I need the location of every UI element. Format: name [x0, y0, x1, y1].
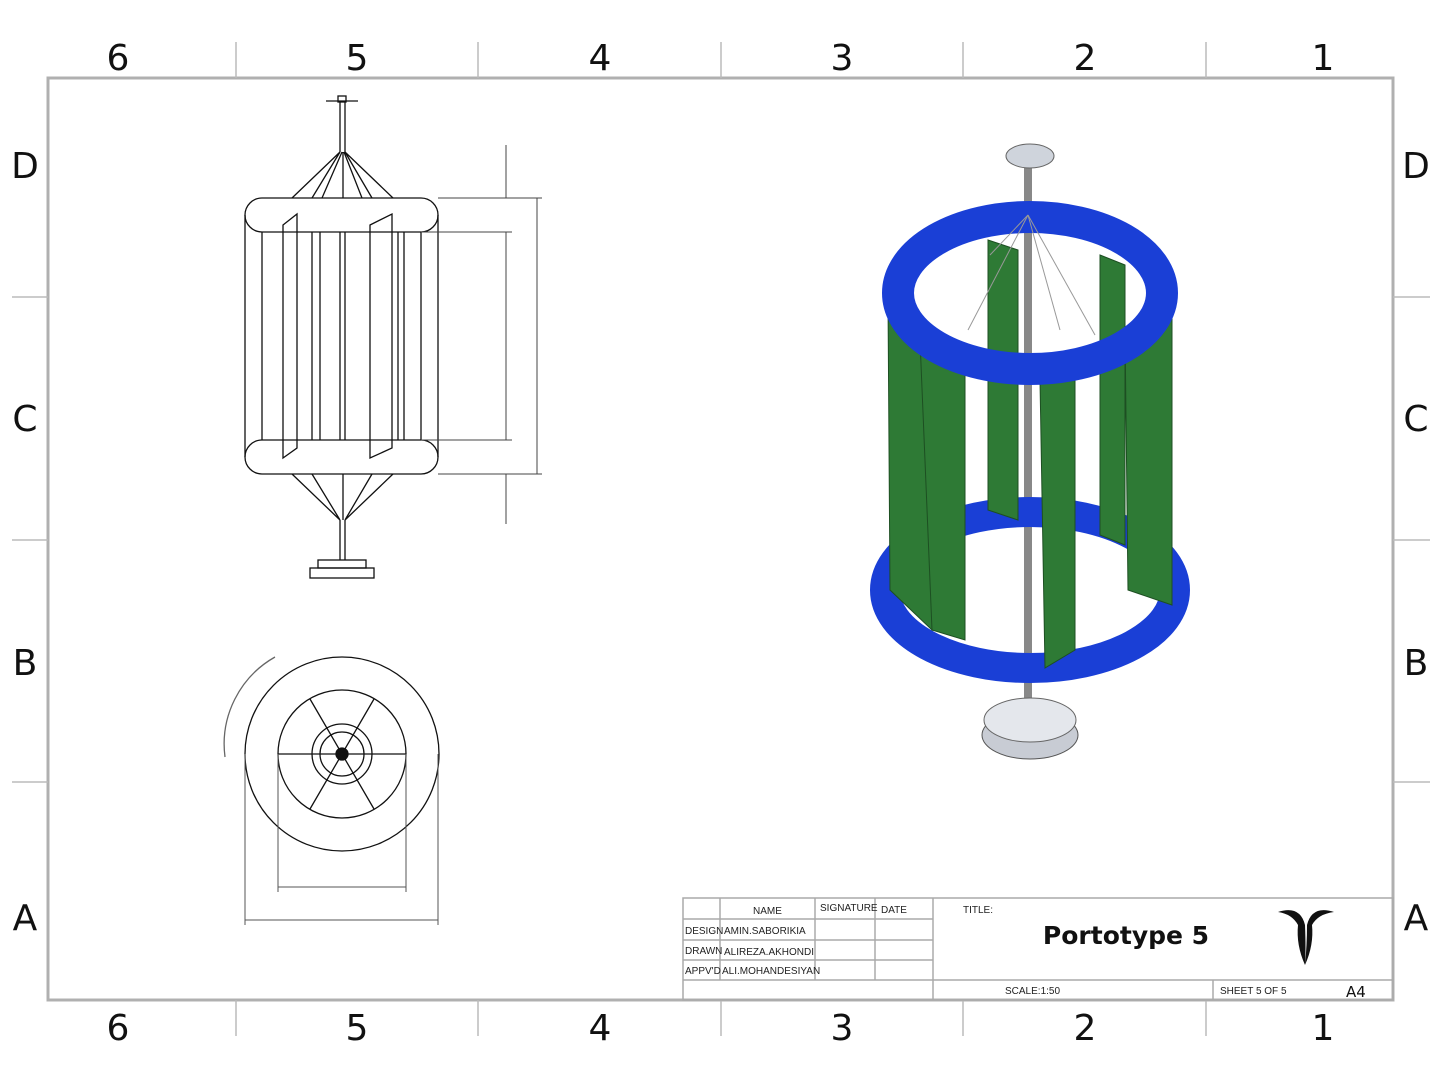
zone-col-label: 1	[1312, 38, 1335, 79]
zone-row-label: A	[1404, 898, 1429, 939]
zone-col-label: 5	[346, 38, 369, 79]
drawn-name: ALIREZA.AKHONDI	[724, 947, 814, 958]
design-name: AMIN.SABORIKIA	[724, 926, 806, 937]
zone-row-label: C	[1403, 399, 1428, 440]
zone-col-label: 4	[589, 38, 612, 79]
sheet-border	[46, 76, 1395, 1002]
paper-size: A4	[1346, 983, 1366, 1001]
zone-col-label: 1	[1312, 1008, 1335, 1049]
drawing-title: Portotype 5	[1043, 921, 1209, 950]
zone-row-label: D	[1402, 146, 1430, 187]
zone-col-label: 2	[1074, 38, 1097, 79]
drawn-role: DRAWN	[685, 946, 722, 957]
zone-col-label: 3	[831, 38, 854, 79]
front-view	[244, 95, 542, 579]
zone-col-label: 6	[107, 38, 130, 79]
zone-row-label: B	[13, 643, 38, 684]
date-header: DATE	[881, 905, 907, 916]
title-block-grid	[682, 897, 1394, 1001]
zone-col-label: 4	[589, 1008, 612, 1049]
zone-row-label: C	[12, 399, 37, 440]
zone-ticks	[12, 42, 1430, 1036]
name-header: NAME	[753, 906, 782, 917]
scale-text: SCALE:1:50	[1005, 986, 1060, 997]
zone-col-label: 6	[107, 1008, 130, 1049]
zone-row-label: B	[1404, 643, 1429, 684]
zone-labels: 6 5 4 3 2 1 6 5 4 3 2 1 D C B A D C B A	[11, 38, 1430, 1049]
sheet-text: SHEET 5 OF 5	[1220, 986, 1287, 997]
zone-col-label: 5	[346, 1008, 369, 1049]
isometric-view	[870, 143, 1190, 760]
design-role: DESIGN	[685, 926, 723, 937]
zone-row-label: A	[13, 898, 38, 939]
zone-col-label: 2	[1074, 1008, 1097, 1049]
company-logo	[1278, 910, 1334, 965]
top-view	[223, 656, 440, 925]
approved-role: APPV'D	[685, 966, 721, 977]
zone-col-label: 3	[831, 1008, 854, 1049]
zone-row-label: D	[11, 146, 39, 187]
approved-name: ALI.MOHANDESIYAN	[722, 966, 820, 977]
signature-header: SIGNATURE	[820, 903, 878, 914]
title-label: TITLE:	[963, 905, 993, 916]
